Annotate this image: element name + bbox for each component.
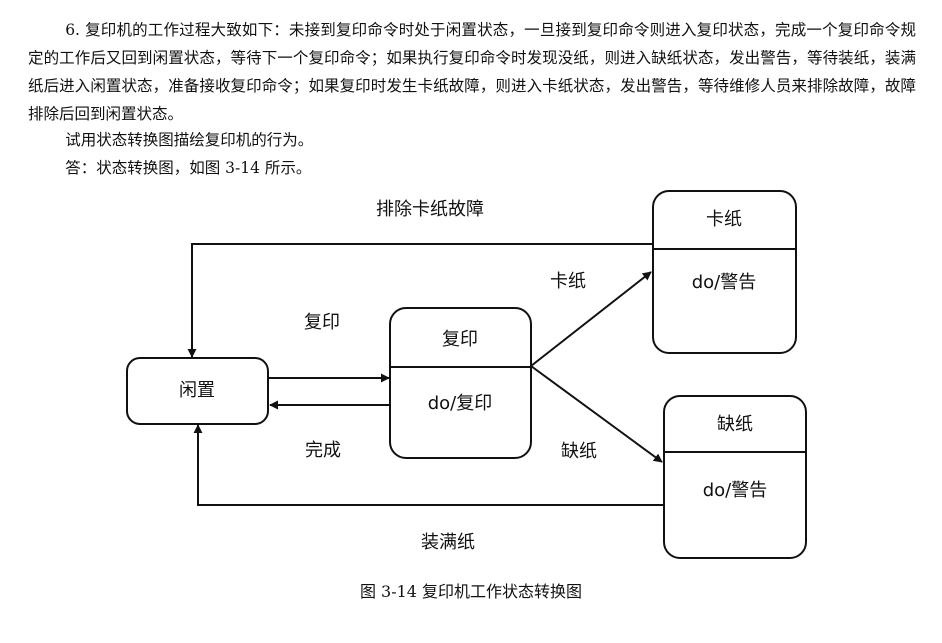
figure-caption: 图 3-14 复印机工作状态转换图 bbox=[359, 582, 583, 601]
state-no-paper-name: 缺纸 bbox=[717, 414, 753, 435]
problem-statement: 6. 复印机的工作过程大致如下：未接到复印命令时处于闲置状态，一旦接到复印命令则… bbox=[28, 21, 916, 123]
state-copying-activity: do/复印 bbox=[428, 393, 493, 414]
transition-jam-arrow bbox=[530, 271, 652, 367]
state-copying: 复印 do/复印 bbox=[389, 307, 532, 459]
transition-load-paper-arrow bbox=[193, 424, 664, 506]
state-jammed-name: 卡纸 bbox=[706, 209, 742, 230]
transition-copy-label: 复印 bbox=[304, 312, 340, 333]
question-prompt: 试用状态转换图描绘复印机的行为。 bbox=[65, 131, 314, 149]
transition-out-of-paper-label: 缺纸 bbox=[561, 441, 597, 462]
state-copying-name: 复印 bbox=[442, 329, 478, 350]
state-idle-name: 闲置 bbox=[179, 380, 215, 401]
transition-jam-label: 卡纸 bbox=[550, 271, 586, 292]
transition-done-label: 完成 bbox=[305, 440, 341, 461]
transition-clear-jam-arrow bbox=[187, 243, 653, 358]
answer-intro: 答：状态转换图，如图 3-14 所示。 bbox=[65, 159, 312, 177]
state-no-paper: 缺纸 do/警告 bbox=[663, 395, 807, 559]
state-jammed: 卡纸 do/警告 bbox=[652, 190, 797, 354]
transition-clear-jam-label: 排除卡纸故障 bbox=[376, 199, 484, 220]
state-jammed-activity: do/警告 bbox=[692, 272, 757, 293]
state-no-paper-activity: do/警告 bbox=[703, 480, 768, 501]
transition-load-paper-label: 装满纸 bbox=[421, 532, 475, 553]
state-idle: 闲置 bbox=[126, 357, 269, 425]
transition-out-of-paper-arrow bbox=[530, 365, 663, 463]
